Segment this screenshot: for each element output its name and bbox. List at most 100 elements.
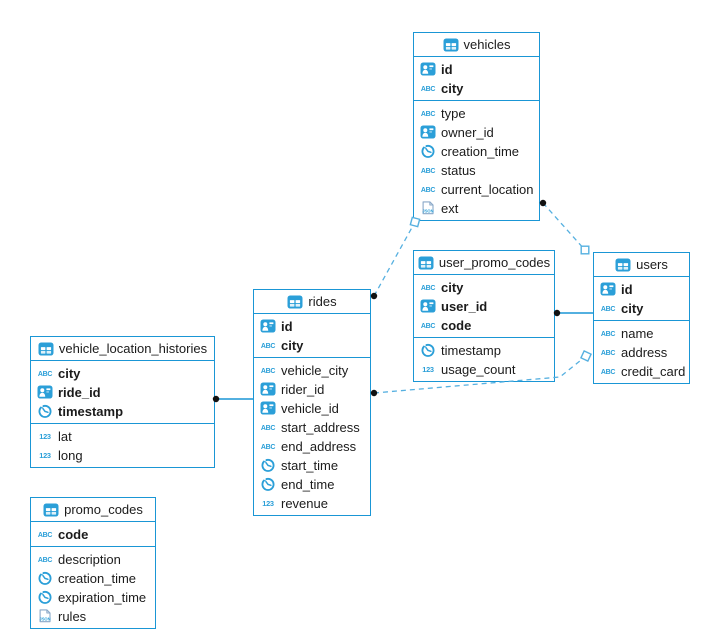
text-icon: ABC (419, 181, 437, 197)
svg-text:ABC: ABC (38, 532, 53, 539)
column-user_id[interactable]: user_id (414, 297, 554, 316)
column-label: city (281, 337, 304, 353)
column-city[interactable]: ABC city (254, 336, 370, 355)
relationship-dot-marker (370, 389, 378, 397)
column-label: rules (58, 608, 87, 624)
column-label: timestamp (441, 342, 501, 358)
column-label: credit_card (621, 363, 686, 379)
number-icon: 123 (259, 495, 277, 511)
relationship-vehicles-to-users (542, 202, 586, 251)
text-icon: ABC (259, 438, 277, 454)
table-header[interactable]: promo_codes (31, 498, 155, 522)
relationship-dot-marker (370, 292, 378, 300)
column-label: lat (58, 428, 72, 444)
id-icon (599, 281, 617, 297)
text-icon: ABC (419, 162, 437, 178)
table-header[interactable]: user_promo_codes (414, 251, 554, 275)
time-icon (419, 342, 437, 358)
table-header[interactable]: vehicle_location_histories (31, 337, 214, 361)
column-end_time[interactable]: end_time (254, 475, 370, 494)
text-icon: ABC (419, 317, 437, 333)
column-expiration_time[interactable]: expiration_time (31, 588, 155, 607)
text-icon: ABC (599, 325, 617, 341)
column-label: city (441, 279, 464, 295)
text-icon: ABC (599, 300, 617, 316)
svg-text:ABC: ABC (261, 343, 276, 350)
column-label: id (441, 61, 453, 77)
table-icon (615, 257, 631, 273)
table-icon (418, 255, 434, 271)
column-label: timestamp (58, 403, 124, 419)
table-header[interactable]: vehicles (414, 33, 539, 57)
column-label: start_time (281, 457, 339, 473)
column-label: rider_id (281, 381, 325, 397)
column-creation_time[interactable]: creation_time (31, 569, 155, 588)
column-label: city (441, 80, 464, 96)
id-icon (259, 381, 277, 397)
svg-text:ABC: ABC (601, 331, 616, 338)
column-owner_id[interactable]: owner_id (414, 123, 539, 142)
json-icon: JSON (419, 200, 437, 216)
column-credit_card[interactable]: ABC credit_card (594, 362, 689, 381)
svg-text:ABC: ABC (601, 369, 616, 376)
column-label: description (58, 551, 121, 567)
id-icon (36, 384, 54, 400)
svg-text:ABC: ABC (421, 86, 436, 93)
column-label: user_id (441, 298, 488, 314)
svg-text:123: 123 (39, 451, 51, 460)
column-label: code (441, 317, 472, 333)
column-label: address (621, 344, 668, 360)
column-start_time[interactable]: start_time (254, 456, 370, 475)
column-id[interactable]: id (254, 317, 370, 336)
table-header[interactable]: users (594, 253, 689, 277)
column-timestamp[interactable]: timestamp (414, 341, 554, 360)
column-city[interactable]: ABC city (414, 79, 539, 98)
column-id[interactable]: id (594, 280, 689, 299)
column-id[interactable]: id (414, 60, 539, 79)
svg-text:ABC: ABC (601, 306, 616, 313)
table-icon (287, 294, 303, 310)
column-vehicle_id[interactable]: vehicle_id (254, 399, 370, 418)
column-ride_id[interactable]: ride_id (31, 383, 214, 402)
svg-text:123: 123 (262, 499, 274, 508)
text-icon: ABC (36, 526, 54, 542)
column-label: owner_id (441, 124, 494, 140)
column-label: end_time (281, 476, 335, 492)
number-icon: 123 (419, 361, 437, 377)
table-header[interactable]: rides (254, 290, 370, 314)
column-label: current_location (441, 181, 534, 197)
column-timestamp[interactable]: timestamp (31, 402, 214, 421)
column-creation_time[interactable]: creation_time (414, 142, 539, 161)
time-icon (36, 570, 54, 586)
column-label: type (441, 105, 466, 121)
column-rider_id[interactable]: rider_id (254, 380, 370, 399)
time-icon (36, 403, 54, 419)
